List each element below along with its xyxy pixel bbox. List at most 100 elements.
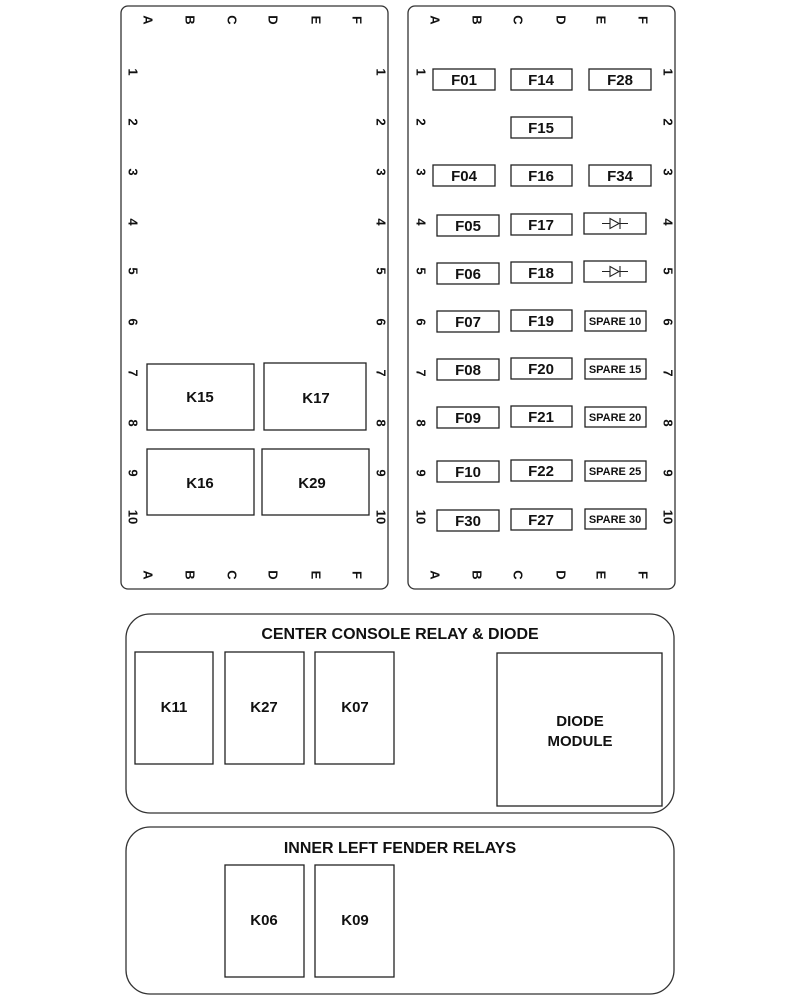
fuse-label: F08 [455, 362, 481, 379]
diode-row-5[interactable] [583, 260, 647, 283]
fuse-f22[interactable]: F22 [510, 459, 573, 482]
fuse-f09[interactable]: F09 [436, 406, 500, 429]
diode-module-label-line-1: DIODE [556, 713, 604, 730]
fuse-f04[interactable]: F04 [432, 164, 496, 187]
relay-k07[interactable]: K07 [314, 651, 395, 765]
fuse-label: F05 [455, 218, 481, 235]
row-label-9: 9 [126, 469, 141, 476]
relay-label: K06 [250, 912, 278, 929]
fuse-label: SPARE 25 [589, 466, 641, 478]
row-label-5: 5 [126, 267, 141, 274]
row-label-6: 6 [126, 318, 141, 325]
relay-k09[interactable]: K09 [314, 864, 395, 978]
inner-left-fender-title: INNER LEFT FENDER RELAYS [284, 840, 517, 857]
fuse-label: SPARE 30 [589, 514, 641, 526]
fuse-f07[interactable]: F07 [436, 310, 500, 333]
row-label-5: 5 [661, 267, 676, 274]
row-label-6: 6 [374, 318, 389, 325]
row-label-5: 5 [374, 267, 389, 274]
column-label-b: B [470, 15, 485, 24]
relay-k16[interactable]: K16 [146, 448, 255, 516]
fuse-label: F06 [455, 266, 481, 283]
relay-k06[interactable]: K06 [224, 864, 305, 978]
relay-label: K09 [341, 912, 369, 929]
column-label-f: F [350, 16, 365, 24]
column-label-a: A [428, 15, 443, 25]
fuse-f17[interactable]: F17 [510, 213, 573, 236]
relay-label: K07 [341, 699, 369, 716]
diode-icon [602, 265, 628, 278]
fuse-label: F20 [528, 361, 554, 378]
row-label-1: 1 [414, 68, 429, 75]
relay-k11[interactable]: K11 [134, 651, 214, 765]
fuse-label: F19 [528, 313, 554, 330]
fuse-label: F30 [455, 513, 481, 530]
row-label-10: 10 [414, 510, 429, 524]
row-label-7: 7 [374, 369, 389, 376]
row-label-7: 7 [126, 369, 141, 376]
fuse-f01[interactable]: F01 [432, 68, 496, 91]
row-label-8: 8 [661, 419, 676, 426]
relay-label: K27 [250, 699, 278, 716]
fuse-spare-15[interactable]: SPARE 15 [584, 358, 647, 380]
fuse-f28[interactable]: F28 [588, 68, 652, 91]
row-label-6: 6 [661, 318, 676, 325]
fuse-label: F27 [528, 512, 554, 529]
fuse-spare-20[interactable]: SPARE 20 [584, 406, 647, 428]
column-label-a: A [141, 570, 156, 580]
column-label-f: F [636, 571, 651, 579]
fuse-f27[interactable]: F27 [510, 508, 573, 531]
row-label-9: 9 [374, 469, 389, 476]
relay-k29[interactable]: K29 [261, 448, 370, 516]
column-label-b: B [183, 15, 198, 24]
column-label-b: B [183, 570, 198, 579]
relay-k27[interactable]: K27 [224, 651, 305, 765]
row-label-2: 2 [414, 118, 429, 125]
relay-label: K16 [186, 475, 214, 492]
fuse-spare-25[interactable]: SPARE 25 [584, 460, 647, 482]
fuse-f06[interactable]: F06 [436, 262, 500, 285]
row-label-8: 8 [374, 419, 389, 426]
fuse-spare-30[interactable]: SPARE 30 [584, 508, 647, 530]
fuse-f08[interactable]: F08 [436, 358, 500, 381]
relay-k15[interactable]: K15 [146, 363, 255, 431]
fuse-f18[interactable]: F18 [510, 261, 573, 284]
fuse-label: SPARE 15 [589, 364, 641, 376]
diode-module[interactable]: DIODE MODULE [496, 652, 663, 807]
fuse-f20[interactable]: F20 [510, 357, 573, 380]
row-label-3: 3 [126, 168, 141, 175]
center-console-title: CENTER CONSOLE RELAY & DIODE [261, 626, 539, 643]
fuse-f19[interactable]: F19 [510, 309, 573, 332]
column-label-d: D [554, 570, 569, 579]
column-label-d: D [266, 15, 281, 24]
fuse-f15[interactable]: F15 [510, 116, 573, 139]
relay-k17[interactable]: K17 [263, 362, 367, 431]
fuse-f05[interactable]: F05 [436, 214, 500, 237]
fuse-f30[interactable]: F30 [436, 509, 500, 532]
relay-label: K15 [186, 389, 214, 406]
row-label-7: 7 [661, 369, 676, 376]
fuse-f34[interactable]: F34 [588, 164, 652, 187]
column-label-d: D [554, 15, 569, 24]
relay-label: K17 [302, 390, 330, 407]
row-label-2: 2 [374, 118, 389, 125]
fuse-label: F18 [528, 265, 554, 282]
diode-row-4[interactable] [583, 212, 647, 235]
fuse-f14[interactable]: F14 [510, 68, 573, 91]
row-label-10: 10 [126, 510, 141, 524]
fuse-label: F22 [528, 463, 554, 480]
diode-module-label-line-2: MODULE [548, 733, 613, 750]
fuse-f21[interactable]: F21 [510, 405, 573, 428]
right-fuse-panel [407, 5, 676, 590]
row-label-1: 1 [661, 68, 676, 75]
row-label-2: 2 [126, 118, 141, 125]
column-label-e: E [309, 16, 324, 25]
column-label-f: F [636, 16, 651, 24]
fuse-f10[interactable]: F10 [436, 460, 500, 483]
row-label-2: 2 [661, 118, 676, 125]
fuse-f16[interactable]: F16 [510, 164, 573, 187]
fuse-spare-10[interactable]: SPARE 10 [584, 310, 647, 332]
column-label-e: E [594, 571, 609, 580]
